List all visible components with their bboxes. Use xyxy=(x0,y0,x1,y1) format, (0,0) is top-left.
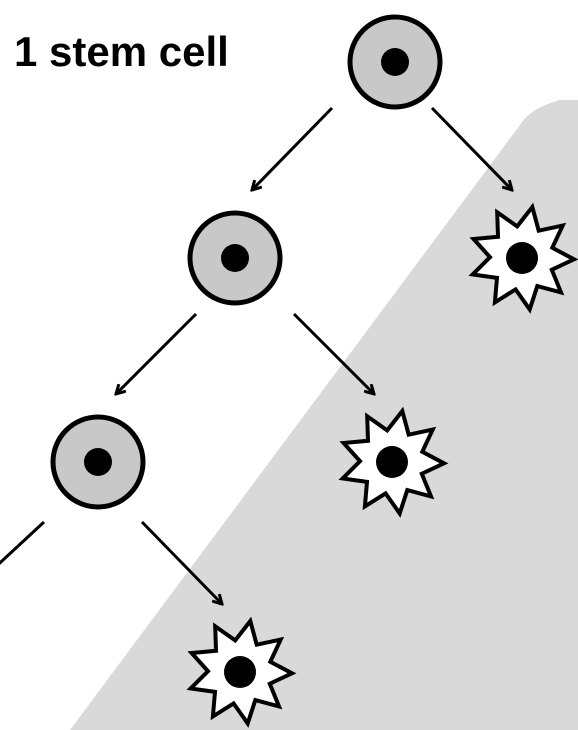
arrow-stem-1-to-diff-1 xyxy=(430,106,512,190)
differentiated-cell-diff-1 xyxy=(468,202,578,314)
nodes-group xyxy=(50,14,578,728)
nucleus xyxy=(506,242,538,274)
stem-cell-stem-1 xyxy=(347,14,443,110)
diagram-title: 1 stem cell xyxy=(14,28,229,75)
arrow-stem-3-to-diff-3 xyxy=(140,520,222,604)
stem-cell-stem-2 xyxy=(187,210,283,306)
differentiated-region xyxy=(70,100,578,730)
nucleus xyxy=(376,446,408,478)
differentiated-cell-diff-3 xyxy=(186,616,297,728)
nucleus xyxy=(224,656,256,688)
arrow-stem-3-to-off-page-left xyxy=(0,520,46,565)
edges-group xyxy=(0,106,512,604)
arrow-stem-1-to-stem-2 xyxy=(252,106,334,190)
stem-cell-stem-3 xyxy=(50,414,146,510)
differentiated-cell-diff-2 xyxy=(338,406,449,518)
nucleus xyxy=(381,48,409,76)
arrow-stem-2-to-diff-2 xyxy=(292,312,374,394)
nucleus xyxy=(84,448,112,476)
arrow-stem-2-to-stem-3 xyxy=(116,312,198,394)
nucleus xyxy=(221,244,249,272)
